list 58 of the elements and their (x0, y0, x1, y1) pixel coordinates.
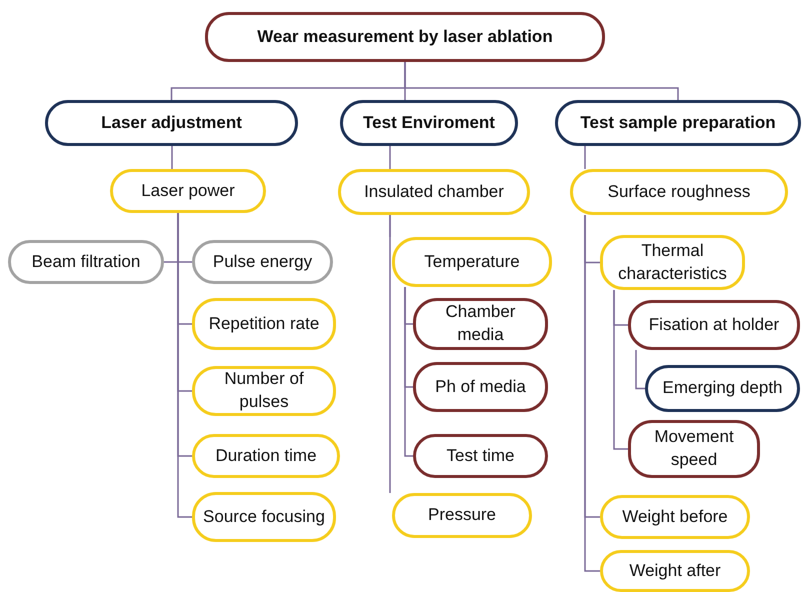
rounded-box (45, 100, 298, 146)
rounded-box (628, 300, 800, 350)
node-label: Pulse energy (212, 250, 312, 273)
node-label: Repetition rate (208, 312, 320, 335)
node-label: Test time (446, 444, 515, 467)
rounded-box (645, 365, 800, 412)
rounded-box (600, 235, 745, 290)
rounded-box (413, 298, 548, 350)
node-label: Test Enviroment (363, 112, 495, 134)
connector-line (389, 146, 391, 169)
rounded-box (600, 495, 750, 539)
node-label: Laser adjustment (101, 112, 242, 134)
connector-line (404, 287, 413, 457)
connector-line (177, 213, 192, 518)
rounded-box (338, 169, 530, 215)
node-label: Movement speed (653, 426, 735, 471)
rounded-box (205, 12, 605, 62)
rounded-box (192, 492, 336, 542)
rounded-box (340, 100, 518, 146)
rounded-box (110, 169, 266, 213)
connector-line (584, 146, 586, 169)
node-label: Weight after (629, 560, 721, 582)
rounded-box (8, 240, 164, 284)
node-label: Chamber media (444, 301, 516, 346)
node-label: Weight before (622, 506, 728, 528)
connector-line (404, 62, 679, 100)
node-label: Surface roughness (608, 180, 750, 203)
rounded-box (192, 240, 333, 284)
connector-line (584, 215, 600, 572)
node-label: Number of pulses (223, 368, 305, 413)
rounded-box (192, 366, 336, 416)
connector-line (171, 146, 173, 169)
node-label: Laser power (141, 180, 235, 202)
rounded-box (628, 420, 760, 478)
node-label: Duration time (215, 444, 317, 467)
node-label: Pressure (428, 504, 496, 526)
node-label: Emerging depth (662, 377, 783, 400)
connector-line (635, 350, 645, 390)
rounded-box (570, 169, 788, 215)
node-label: Test sample preparation (580, 112, 776, 134)
rounded-box (600, 550, 750, 592)
node-label: Beam filtration (32, 250, 140, 273)
connector-line (389, 215, 391, 493)
node-label: Source focusing (203, 506, 325, 528)
rounded-box (192, 298, 336, 350)
connector-line (613, 290, 628, 450)
rounded-box (413, 434, 548, 478)
rounded-box (392, 493, 532, 538)
rounded-box (555, 100, 801, 146)
node-label: Insulated chamber (364, 180, 504, 203)
node-label: Fisation at holder (648, 314, 780, 336)
node-label: Wear measurement by laser ablation (257, 26, 553, 48)
node-label: Thermal characteristics (617, 240, 728, 284)
rounded-box (392, 237, 552, 287)
node-label: Temperature (424, 250, 520, 273)
rounded-box (413, 362, 548, 412)
rounded-box (192, 434, 340, 478)
node-label: Ph of media (435, 376, 526, 398)
